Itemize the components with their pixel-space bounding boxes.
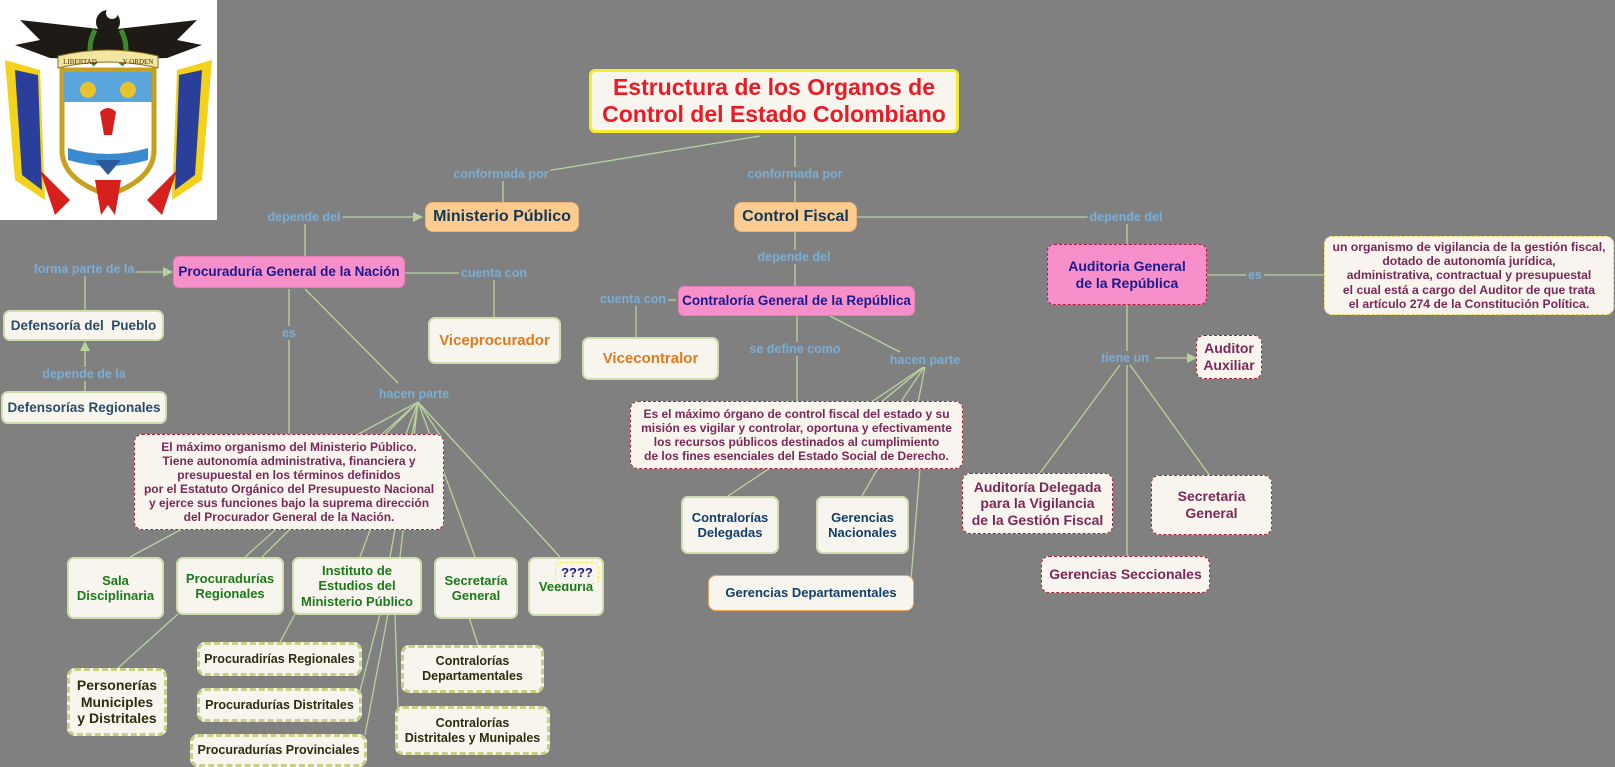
link-label-conformada-por: conformada por [451, 167, 551, 181]
edge [417, 401, 476, 558]
coat-of-arms-emblem: LIBERTAD Y ORDEN [0, 0, 217, 220]
link-label-es: es [1246, 268, 1264, 282]
link-label-depende-del: depende del [1087, 210, 1165, 224]
node-procuraduria-description: El máximo organismo del Ministerio Públi… [134, 434, 444, 530]
edge [1039, 364, 1121, 474]
node-contralorias-delegadas[interactable]: Contralorías Delegadas [681, 496, 779, 554]
node-procuradurias-provinciales[interactable]: Procuradurías Provinciales [190, 734, 367, 767]
edge [1129, 364, 1211, 477]
link-label-hacen-parte: hacen parte [887, 353, 963, 367]
edge [394, 613, 399, 711]
edge [417, 401, 441, 436]
node-instituto-estudios[interactable]: Instituto de Estudios del Ministerio Púb… [292, 557, 422, 615]
node-vicecontralor[interactable]: Vicecontralor [582, 337, 719, 380]
link-label-depende-del: depende del [265, 210, 343, 224]
node-secretaria-general-audit[interactable]: Secretaria General [1151, 475, 1272, 535]
node-secretaria-general-procu[interactable]: Secretaría General [434, 557, 518, 619]
node-contralorias-distritales[interactable]: Contralorías Distritales y Munipales [395, 706, 550, 755]
edge [899, 365, 926, 404]
edge [467, 613, 479, 646]
link-label-cuenta-con: cuenta con [598, 292, 668, 306]
edge [117, 613, 179, 669]
motto-left: LIBERTAD [63, 58, 97, 66]
node-contraloria-general[interactable]: Contraloría General de la República [678, 286, 915, 316]
node-auditoria-description: un organismo de vigilancia de la gestión… [1324, 236, 1614, 315]
link-label-es: es [280, 326, 298, 340]
edge [359, 613, 381, 692]
edge [829, 315, 901, 353]
node-auditoria-general[interactable]: Auditoria General de la República [1047, 244, 1207, 305]
link-label-cuenta-con: cuenta con [459, 266, 529, 280]
node-auditor-auxiliar[interactable]: Auditor Auxiliar [1196, 335, 1262, 379]
link-label-depende-de-la: depende de la [40, 367, 128, 381]
node-procuraduria-general[interactable]: Procuraduría General de la Nación [173, 256, 405, 288]
node-defensoria-del-pueblo[interactable]: Defensoría del Pueblo [3, 310, 164, 341]
node-gerencias-departamentales[interactable]: Gerencias Departamentales [708, 575, 914, 611]
edge [364, 613, 389, 736]
node-personerias[interactable]: Personerías Municiples y Distritales [67, 668, 167, 736]
edge [861, 467, 879, 497]
link-label-hacen-parte: hacen parte [376, 387, 452, 401]
edge [304, 288, 399, 384]
edge [879, 365, 926, 404]
link-label-tiene-un: tiene un [1099, 351, 1151, 365]
edge [417, 401, 561, 558]
link-label-se-define-como: se define como [747, 342, 843, 356]
edge [917, 365, 926, 404]
node-control-fiscal[interactable]: Control Fiscal [734, 202, 857, 232]
node-auditoria-delegada[interactable]: Auditoría Delegada para la Vigilancia de… [962, 473, 1113, 534]
node-gerencias-nacionales[interactable]: Gerencias Nacionales [816, 496, 909, 554]
edge [277, 613, 296, 647]
link-label-depende-del: depende del [755, 250, 833, 264]
link-label-forma-parte: forma parte de la [31, 262, 137, 276]
node-contralorias-departamentales[interactable]: Contralorías Departamentales [401, 645, 544, 693]
motto-right: Y ORDEN [123, 58, 154, 66]
edge [869, 365, 926, 404]
node-defensorias-regionales[interactable]: Defensorías Regionales [1, 391, 167, 424]
node-procuradurias-regionales[interactable]: Procuradurías Regionales [176, 557, 284, 615]
node-viceprocurador[interactable]: Viceprocurador [428, 317, 561, 364]
node-veeduria-note: ???? [555, 562, 599, 584]
node-ministerio-publico[interactable]: Ministerio Público [425, 202, 579, 232]
edge [910, 467, 921, 581]
node-procuradurias-distritales[interactable]: Procuradurías Distritales [197, 688, 362, 722]
diagram-title: Estructura de los Organos de Control del… [589, 69, 959, 133]
node-procuradirias-regionales[interactable]: Procuradirías Regionales [197, 642, 362, 676]
link-label-conformada-por: conformada por [745, 167, 845, 181]
node-gerencias-seccionales[interactable]: Gerencias Seccionales [1041, 556, 1210, 593]
node-sala-disciplinaria[interactable]: Sala Disciplinaria [67, 557, 164, 619]
edge [855, 216, 1128, 245]
edge [727, 467, 771, 497]
node-contraloria-description: Es el máximo órgano de control fiscal de… [630, 401, 963, 469]
